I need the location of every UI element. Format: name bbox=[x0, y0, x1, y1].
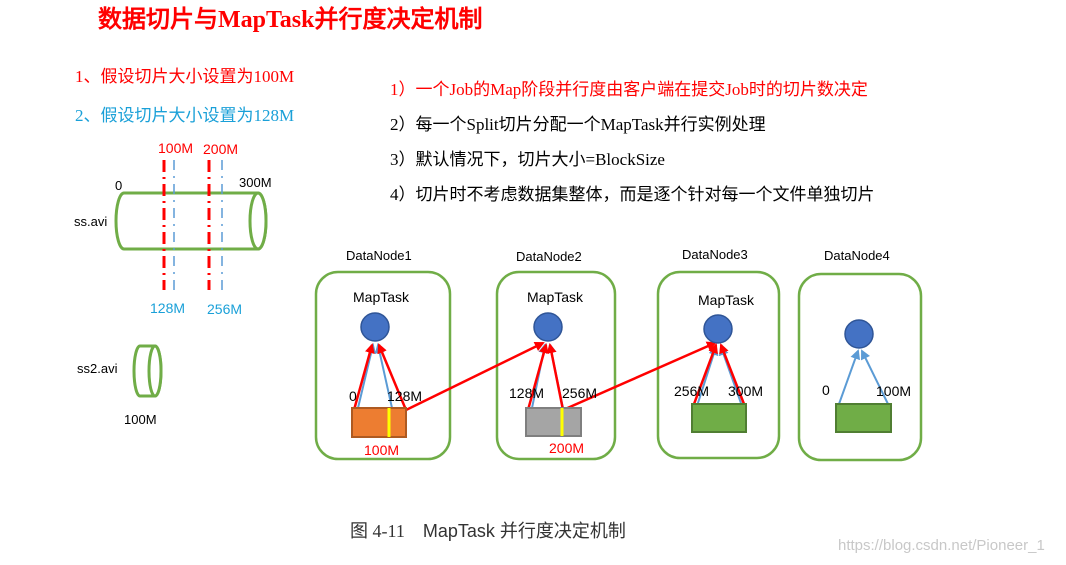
datanode1-label: DataNode1 bbox=[346, 248, 412, 263]
ss-avi-cylinder bbox=[114, 191, 268, 251]
rule-1: 1）一个Job的Map阶段并行度由客户端在提交Job时的切片数决定 bbox=[390, 80, 868, 99]
label-file1-end: 300M bbox=[239, 175, 272, 190]
case-128m: 2、假设切片大小设置为128M bbox=[75, 106, 295, 125]
block-node2 bbox=[525, 407, 582, 437]
block-node4 bbox=[835, 403, 892, 433]
red-arrow-n2-left bbox=[526, 343, 549, 411]
datanode4-right-label: 100M bbox=[876, 383, 912, 399]
datanode1-bottom-label: 100M bbox=[364, 442, 400, 458]
red-arrow-n1-right bbox=[377, 343, 408, 411]
maptask-node3 bbox=[703, 314, 733, 344]
label-file1-start: 0 bbox=[115, 178, 123, 193]
datanode3-label: DataNode3 bbox=[682, 247, 748, 262]
label-cut-200m: 200M bbox=[203, 141, 239, 157]
datanode4-left-label: 0 bbox=[822, 382, 830, 398]
red-arrow-n3-right bbox=[719, 343, 746, 405]
datanode1-right-label: 128M bbox=[387, 388, 423, 404]
datanode1-left-label: 0 bbox=[349, 388, 357, 404]
page-title: 数据切片与MapTask并行度决定机制 bbox=[98, 7, 483, 33]
rule-2: 2）每一个Split切片分配一个MapTask并行实例处理 bbox=[390, 115, 766, 134]
block-node1 bbox=[351, 407, 407, 438]
blue-arrow-n1-left bbox=[357, 343, 377, 409]
blue-arrow-n4-right bbox=[861, 349, 889, 405]
datanode2-task: MapTask bbox=[527, 289, 584, 305]
label-file2-size: 100M bbox=[124, 412, 157, 427]
rule-4: 4）切片时不考虑数据集整体，而是逐个针对每一个文件单独切片 bbox=[390, 185, 875, 204]
maptask-node1 bbox=[360, 312, 390, 342]
datanode2-label: DataNode2 bbox=[516, 249, 582, 264]
label-cut-256m: 256M bbox=[207, 301, 243, 317]
case-100m: 1、假设切片大小设置为100M bbox=[75, 67, 295, 86]
datanode4-label: DataNode4 bbox=[824, 248, 890, 263]
blue-arrow-n1-right bbox=[374, 343, 393, 409]
maptask-node2 bbox=[533, 312, 563, 342]
block-node3 bbox=[691, 403, 747, 433]
label-cut-128m: 128M bbox=[150, 300, 186, 316]
label-cut-100m: 100M bbox=[158, 140, 194, 156]
watermark: https://blog.csdn.net/Pioneer_1 bbox=[838, 537, 1045, 554]
caption-number: 图 4-11 bbox=[350, 521, 405, 541]
datanode2-right-label: 256M bbox=[562, 385, 598, 401]
red-arrow-n2-right bbox=[546, 343, 565, 411]
datanode2-left-label: 128M bbox=[509, 385, 545, 401]
caption-text: MapTask 并行度决定机制 bbox=[422, 521, 626, 541]
rule-3: 3）默认情况下，切片大小=BlockSize bbox=[390, 150, 665, 169]
label-file1-name: ss.avi bbox=[74, 214, 108, 229]
datanode3-right-label: 300M bbox=[728, 383, 764, 399]
datanode3-box bbox=[656, 270, 781, 460]
figure-caption: 图 4-11 MapTask 并行度决定机制 bbox=[350, 522, 626, 540]
datanode3-left-label: 256M bbox=[674, 383, 710, 399]
datanode3-task: MapTask bbox=[698, 292, 755, 308]
red-arrow-n1-to-n2 bbox=[405, 341, 545, 412]
red-arrow-n3-left bbox=[692, 343, 718, 405]
maptask-node4 bbox=[844, 319, 874, 349]
label-file2-name: ss2.avi bbox=[77, 361, 118, 376]
blue-arrow-n4-left bbox=[838, 349, 861, 405]
red-arrow-n1-left bbox=[352, 343, 375, 411]
datanode1-task: MapTask bbox=[353, 289, 410, 305]
ss2-avi-cylinder bbox=[132, 344, 163, 398]
red-arrow-n2-to-n3 bbox=[562, 341, 717, 412]
datanode2-bottom-label: 200M bbox=[549, 440, 585, 456]
